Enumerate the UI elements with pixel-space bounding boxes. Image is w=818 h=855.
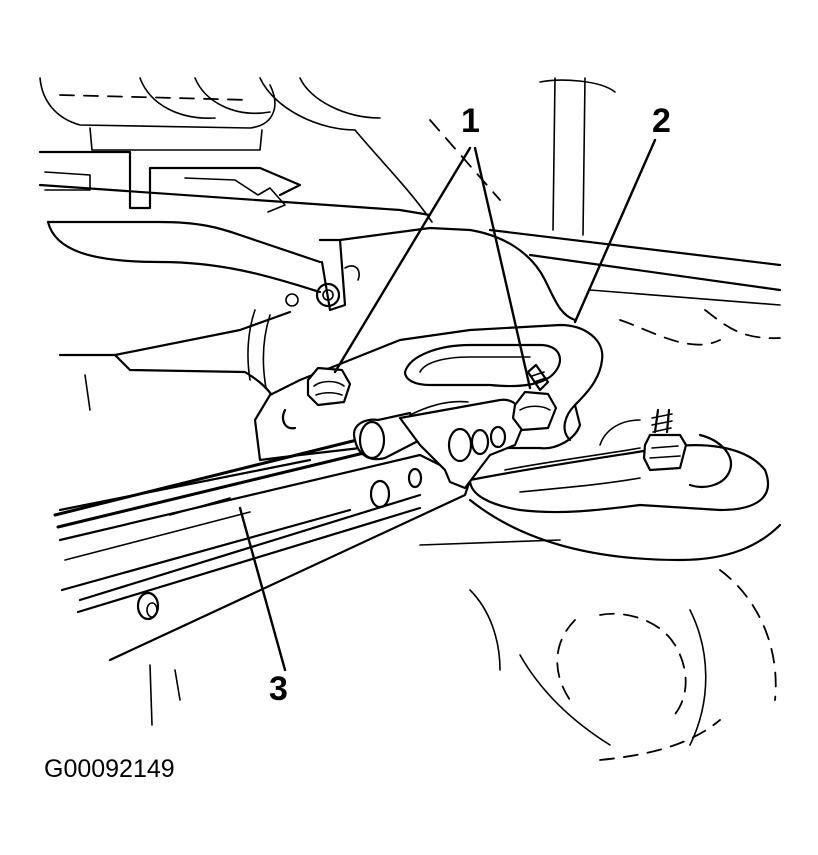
strut-rod xyxy=(53,398,524,529)
fastener-bolt-right xyxy=(511,363,558,432)
leader-1b xyxy=(473,146,532,390)
callout-2: 2 xyxy=(652,102,671,140)
leader-3 xyxy=(238,506,287,672)
leader-1a xyxy=(333,146,472,374)
lower-structure xyxy=(149,419,782,761)
fastener-bolt-left xyxy=(306,366,352,407)
leader-lines xyxy=(238,138,657,672)
leader-2 xyxy=(573,138,657,324)
callout-3: 3 xyxy=(269,670,288,708)
figure-id: G00092149 xyxy=(44,755,175,783)
callout-1: 1 xyxy=(461,102,480,140)
stud-nut xyxy=(642,408,688,472)
background-structure xyxy=(38,77,782,411)
frame-rail xyxy=(58,453,472,662)
